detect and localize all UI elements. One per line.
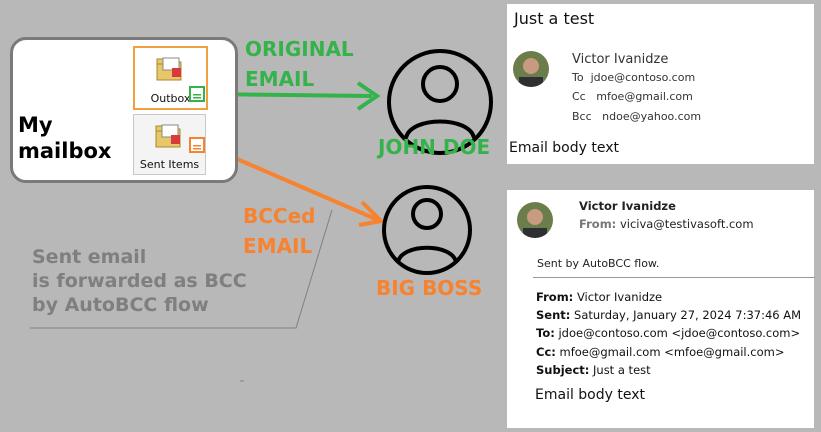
original-email-label-line2: EMAIL (245, 67, 315, 91)
header-cc-value: mfoe@gmail.com <mfoe@gmail.com> (559, 345, 785, 359)
sender-avatar (517, 202, 553, 238)
sent-folder-icon (155, 124, 181, 148)
from-value: viciva@testivasoft.com (619, 217, 754, 231)
header-sent-value: Saturday, January 27, 2024 7:37:46 AM (574, 308, 802, 322)
bcc-email-body: Email body text (535, 387, 645, 403)
bcc-value: ndoe@yahoo.com (602, 110, 702, 123)
cc-row: Cc mfoe@gmail.com (572, 90, 693, 103)
sent-items-folder[interactable]: Sent Items (133, 114, 206, 175)
from-label: From: (579, 217, 617, 231)
email-body: Email body text (509, 140, 619, 156)
header-from: From: Victor Ivanidze (536, 290, 662, 304)
bcced-email-label: BCCed EMAIL (243, 201, 315, 261)
bcc-from-row: From: viciva@testivasoft.com (579, 217, 754, 231)
mailbox-label-line1: My (18, 113, 53, 137)
bcced-email-label-line2: EMAIL (243, 234, 313, 258)
big-boss-person-icon (382, 185, 472, 275)
original-mail-icon (189, 86, 205, 102)
header-from-label: From: (536, 290, 574, 304)
header-cc-label: Cc: (536, 345, 556, 359)
cc-value: mfoe@gmail.com (596, 90, 693, 103)
original-email-label: ORIGINAL EMAIL (245, 34, 354, 94)
header-subject-label: Subject: (536, 363, 590, 377)
sent-items-label: Sent Items (139, 158, 200, 171)
bcc-label: Bcc (572, 110, 592, 123)
autobcc-note-line1: Sent email (32, 246, 147, 268)
to-label: To (572, 71, 584, 84)
original-email-label-line1: ORIGINAL (245, 37, 354, 61)
bcc-mail-icon (189, 137, 205, 153)
john-doe-label: JOHN DOE (378, 135, 491, 159)
mailbox-label: My mailbox (18, 112, 111, 164)
bcc-email-card: Victor Ivanidze From: viciva@testivasoft… (507, 190, 815, 428)
autobcc-note: Sent email is forwarded as BCC by AutoBC… (32, 245, 247, 317)
outbox-folder-icon (156, 57, 182, 81)
header-subject: Subject: Just a test (536, 363, 651, 377)
john-doe-person-icon (387, 49, 493, 155)
to-value: jdoe@contoso.com (590, 71, 696, 84)
header-to: To: jdoe@contoso.com <jdoe@contoso.com> (536, 326, 800, 340)
outbox-folder[interactable]: Outbox (133, 46, 208, 110)
header-to-label: To: (536, 326, 555, 340)
autobcc-note-line3: by AutoBCC flow (32, 294, 209, 316)
original-email-card: Just a test Victor Ivanidze To jdoe@cont… (507, 4, 814, 164)
outbox-label: Outbox (150, 92, 191, 105)
header-sent-label: Sent: (536, 308, 571, 322)
autobcc-note-line2: is forwarded as BCC (32, 270, 247, 292)
bcced-email-label-line1: BCCed (243, 204, 316, 228)
header-cc: Cc: mfoe@gmail.com <mfoe@gmail.com> (536, 345, 784, 359)
autobcc-intro: Sent by AutoBCC flow. (537, 257, 660, 270)
bcc-sender: Victor Ivanidze (579, 199, 676, 213)
big-boss-label: BIG BOSS (376, 276, 483, 300)
email-sender: Victor Ivanidze (572, 52, 669, 67)
email-subject: Just a test (514, 9, 595, 28)
sender-avatar (513, 51, 549, 87)
header-to-value: jdoe@contoso.com <jdoe@contoso.com> (558, 326, 801, 340)
header-sent: Sent: Saturday, January 27, 2024 7:37:46… (536, 308, 801, 322)
header-divider (533, 277, 815, 278)
to-row: To jdoe@contoso.com (572, 71, 695, 84)
note-callout-line (30, 209, 333, 329)
header-from-value: Victor Ivanidze (576, 290, 663, 304)
cc-label: Cc (572, 90, 586, 103)
bcc-row: Bcc ndoe@yahoo.com (572, 110, 701, 123)
mailbox-label-line2: mailbox (18, 139, 112, 163)
header-subject-value: Just a test (593, 363, 651, 377)
